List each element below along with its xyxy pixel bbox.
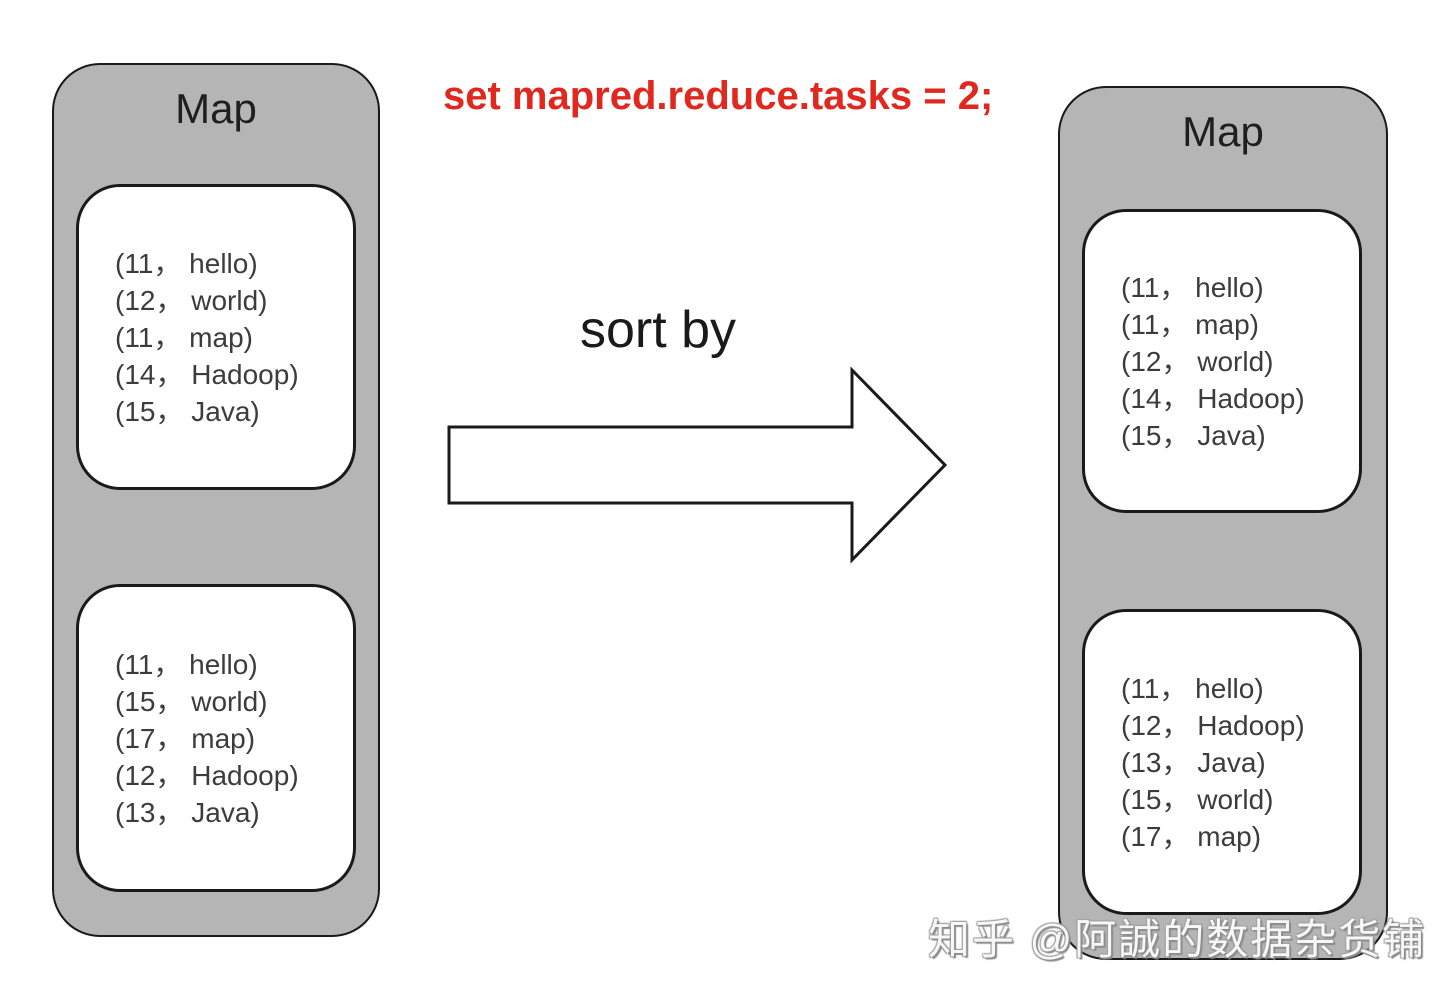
kv-pair: (17， map) [1121,820,1262,852]
map-title-right: Map [1182,108,1264,155]
kv-pair: (15， Java) [115,395,260,427]
kv-pair: (12， world) [1121,345,1274,377]
kv-pair: (11， hello) [1121,672,1264,704]
kv-pair: (11， hello) [115,247,258,279]
map-container-right: Map (11， hello) (11， map) (12， world) (14， … [1058,86,1388,960]
sort-by-label: sort by [579,301,737,359]
kv-pair: (13， Java) [115,796,260,828]
right-arrow-icon [447,366,948,564]
map-right-partition-2: (11， hello) (12， Hadoop) (13， Java) (15， wo… [1082,609,1362,915]
kv-pair: (11， hello) [115,648,258,680]
map-left-partition-2: (11， hello) (15， world) (17， map) (12， Hado… [76,584,356,892]
watermark: 知乎 @阿誠的数据杂货铺 [928,916,1427,963]
map-container-left: Map (11， hello) (12， world) (11， map) (14， … [52,63,380,937]
kv-pair: (11， hello) [1121,271,1264,303]
kv-pair: (12， Hadoop) [1121,709,1305,741]
map-right-partition-1: (11， hello) (11， map) (12， world) (14， Hado… [1082,209,1362,513]
kv-pair: (12， Hadoop) [115,759,299,791]
kv-pair: (11， map) [1121,308,1259,340]
kv-pair: (11， map) [115,321,253,353]
map-left-partition-1: (11， hello) (12， world) (11， map) (14， Hado… [76,184,356,490]
map-title-left: Map [175,85,257,132]
kv-pair: (14， Hadoop) [1121,382,1305,414]
kv-pair: (14， Hadoop) [115,358,299,390]
kv-pair: (12， world) [115,284,268,316]
kv-pair: (13， Java) [1121,746,1266,778]
kv-pair: (15， Java) [1121,419,1266,451]
kv-pair: (15， world) [1121,783,1274,815]
kv-pair: (17， map) [115,722,256,754]
config-note: set mapred.reduce.tasks = 2; [443,74,994,118]
kv-pair: (15， world) [115,685,268,717]
